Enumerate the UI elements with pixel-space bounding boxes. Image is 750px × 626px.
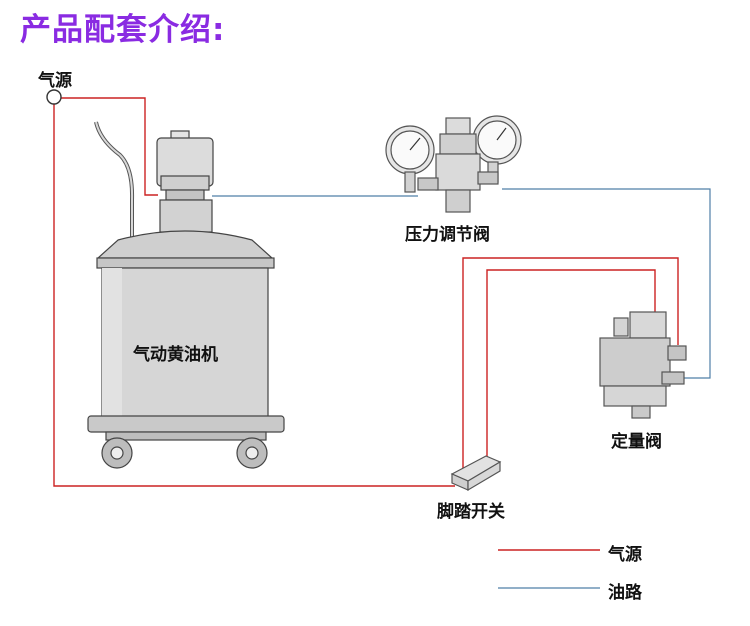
page-title: 产品配套介绍: xyxy=(20,12,226,48)
pressure-regulating-valve xyxy=(385,115,522,213)
legend-air-label: 气源 xyxy=(608,545,642,565)
pressure-valve-label: 压力调节阀 xyxy=(405,225,490,245)
foot-switch-label: 脚踏开关 xyxy=(437,502,505,522)
metering-valve xyxy=(599,311,687,419)
metering-valve-label: 定量阀 xyxy=(611,432,662,452)
legend-oil-label: 油路 xyxy=(608,583,642,603)
pump-label: 气动黄油机 xyxy=(133,345,218,365)
oil-line-pipes xyxy=(212,188,711,379)
air-line-pipes xyxy=(53,97,679,487)
grease-pump xyxy=(87,121,285,469)
air-source-node xyxy=(46,89,62,105)
air-source-label: 气源 xyxy=(38,71,72,91)
foot-switch xyxy=(450,455,502,492)
